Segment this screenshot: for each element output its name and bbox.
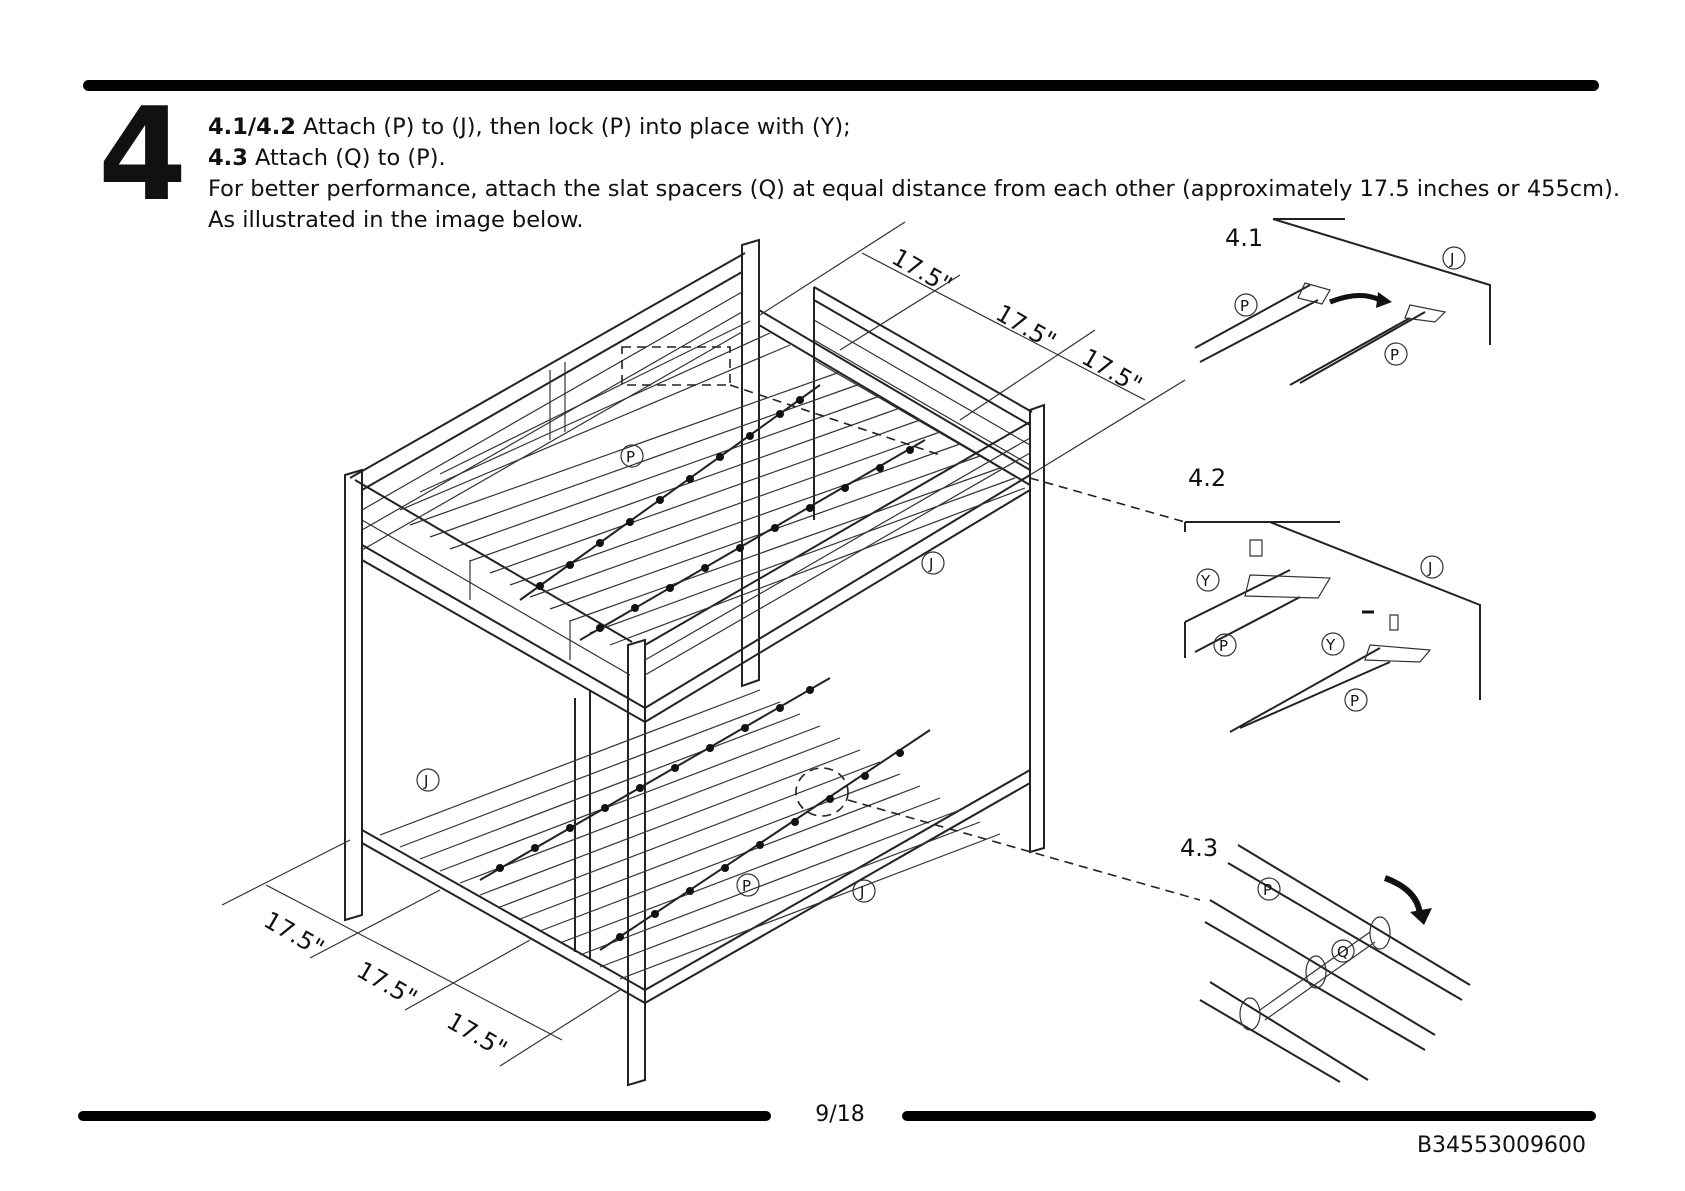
detail-4-2-label-y-a: Y <box>1200 572 1211 590</box>
bed-label-j-lower-2: J <box>859 883 864 901</box>
detail-4-2-label-p-b: P <box>1350 692 1359 710</box>
detail-4-2-label-j: J <box>1427 559 1432 577</box>
instruction-line-1: 4.1/4.2 Attach (P) to (J), then lock (P)… <box>208 112 1628 143</box>
detail-4-2-label-p-a: P <box>1219 637 1228 655</box>
dim-top-3: 17.5" <box>1077 343 1147 399</box>
top-divider <box>83 80 1599 91</box>
bottom-divider-left <box>78 1111 771 1121</box>
bed-label-p-upper: P <box>626 448 635 466</box>
detail-4-1-label-p-b: P <box>1390 346 1399 364</box>
step-ref-4-3: 4.3 <box>208 145 248 171</box>
dim-bottom-3: 17.5" <box>442 1007 512 1063</box>
step-ref-4-1-4-2: 4.1/4.2 <box>208 114 296 140</box>
lower-slats <box>379 689 1001 980</box>
bottom-divider-right <box>902 1111 1596 1121</box>
detail-4-1-label-p-a: P <box>1240 297 1249 315</box>
detail-4-1-label-j: J <box>1449 250 1454 268</box>
document-code: B34553009600 <box>1416 1133 1586 1158</box>
bunk-bed-drawing: P J J P J <box>344 238 1201 1087</box>
instructions: 4.1/4.2 Attach (P) to (J), then lock (P)… <box>208 112 1628 236</box>
detail-4-3-label-p: P <box>1263 881 1272 899</box>
bed-label-j-lower: J <box>423 772 428 790</box>
dimension-lines: 17.5" 17.5" 17.5" 17.5" 17.5" 17.5" <box>221 221 1186 1067</box>
instruction-line-3: For better performance, attach the slat … <box>208 176 1620 202</box>
page-number: 9/18 <box>815 1102 865 1127</box>
detail-4-1: 4.1 P P J <box>1194 218 1491 386</box>
dim-top-1: 17.5" <box>887 243 957 299</box>
detail-4-3-label-q: Q <box>1337 943 1349 961</box>
dim-bottom-2: 17.5" <box>352 956 422 1012</box>
dim-top-2: 17.5" <box>991 299 1061 355</box>
step-number: 4 <box>98 81 187 230</box>
bed-label-j-upper: J <box>928 555 933 573</box>
detail-4-3: 4.3 P Q <box>1180 834 1471 1083</box>
detail-4-2-label-y-b: Y <box>1325 636 1336 654</box>
detail-4-3-label: 4.3 <box>1180 834 1218 862</box>
instruction-line-2: 4.3 Attach (Q) to (P). <box>208 143 1628 174</box>
detail-4-1-label: 4.1 <box>1225 224 1263 252</box>
detail-4-2: 4.2 Y P Y P J <box>1184 464 1481 733</box>
instruction-text-1: Attach (P) to (J), then lock (P) into pl… <box>295 114 851 140</box>
instruction-text-2: Attach (Q) to (P). <box>247 145 446 171</box>
instruction-line-4: As illustrated in the image below. <box>208 207 584 233</box>
bed-label-p-lower: P <box>742 877 751 895</box>
dim-bottom-1: 17.5" <box>259 906 329 962</box>
detail-4-2-label: 4.2 <box>1188 464 1226 492</box>
